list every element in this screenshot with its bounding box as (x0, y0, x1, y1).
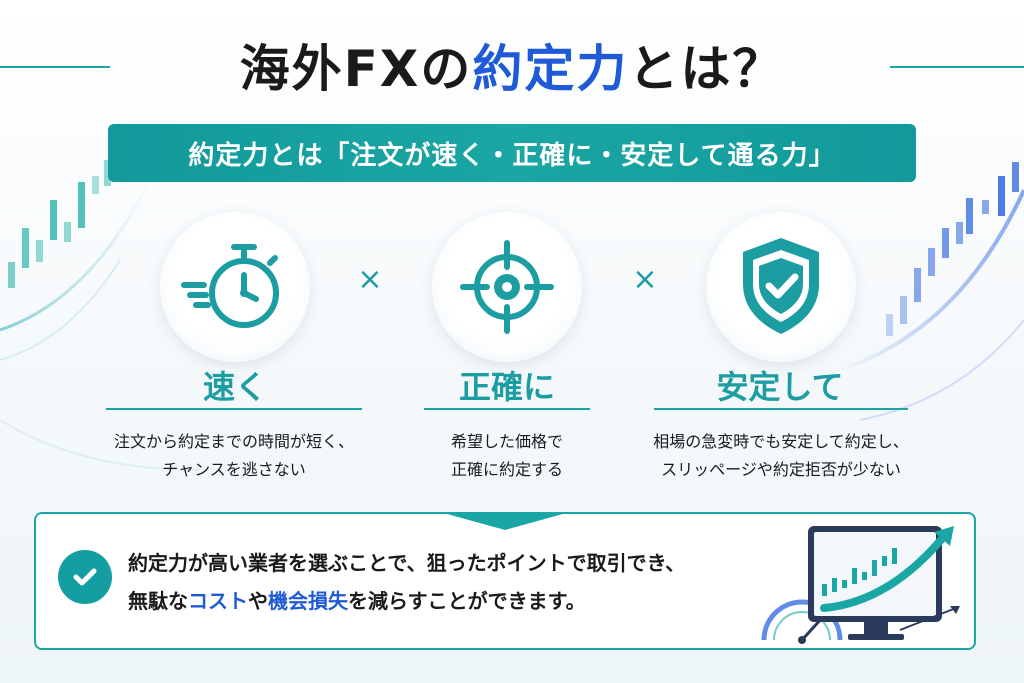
feature-accuracy-desc-line1: 希望した価格で (450, 432, 563, 451)
title-rule-right (890, 66, 1024, 68)
times-operator-2: × (632, 262, 658, 297)
title-part2: とは？ (628, 40, 785, 98)
feature-speed-desc-line1: 注文から約定までの時間が短く、 (113, 432, 354, 451)
summary-line2-c: や (248, 589, 268, 613)
summary-line2-e: を減らすことができます。 (348, 589, 586, 613)
summary-line2-a: 無駄な (128, 589, 188, 613)
title-rule-left (0, 66, 110, 68)
shield-check-icon (743, 238, 819, 334)
page-title: 海外FXの約定力とは？ (0, 30, 1024, 100)
feature-stability-title: 安定して (716, 368, 844, 406)
summary-opportunity-highlight: 機会損失 (268, 589, 348, 613)
feature-speed-description: 注文から約定までの時間が短く、 チャンスを逃さない (96, 428, 372, 484)
stopwatch-icon (181, 244, 279, 328)
summary-line1: 約定力が高い業者を選ぶことで、狙ったポイントで取引でき、 (128, 551, 686, 575)
summary-text: 約定力が高い業者を選ぶことで、狙ったポイントで取引でき、 無駄なコストや機会損失… (128, 544, 768, 620)
feature-stability-rule (654, 408, 908, 410)
crosshair-icon (460, 240, 554, 334)
feature-speed-title: 速く (202, 368, 267, 406)
right-candles (886, 162, 1019, 336)
summary-cost-highlight: コスト (188, 589, 248, 613)
feature-accuracy-desc-line2: 正確に約定する (450, 460, 563, 479)
check-icon (58, 550, 112, 604)
arrow-down-icon (440, 512, 570, 530)
feature-accuracy-description: 希望した価格で 正確に約定する (412, 428, 602, 484)
feature-stability-desc-line1: 相場の急変時でも安定して約定し、 (653, 432, 909, 451)
feature-accuracy-circle (432, 212, 582, 362)
feature-stability-circle (706, 212, 856, 362)
feature-stability-desc-line2: スリッページや約定拒否が少ない (661, 460, 901, 479)
summary-line2: 無駄なコストや機会損失を減らすことができます。 (128, 582, 768, 620)
left-candles (8, 160, 111, 288)
feature-speed-circle (160, 212, 310, 362)
feature-accuracy-title: 正確に (458, 368, 555, 406)
title-part1: 海外FXの (239, 40, 473, 98)
times-operator-1: × (357, 262, 383, 297)
definition-text: 約定力とは「注文が速く・正確に・安定して通る力」 (188, 140, 836, 171)
definition-banner: 約定力とは「注文が速く・正確に・安定して通る力」 (108, 124, 916, 182)
feature-accuracy-rule (424, 408, 590, 410)
feature-stability-description: 相場の急変時でも安定して約定し、 スリッページや約定拒否が少ない (636, 428, 926, 484)
monitor-chart-icon (761, 526, 960, 644)
title-highlight: 約定力 (472, 40, 629, 98)
feature-speed-desc-line2: チャンスを逃さない (162, 460, 306, 479)
feature-speed-rule (106, 408, 362, 410)
